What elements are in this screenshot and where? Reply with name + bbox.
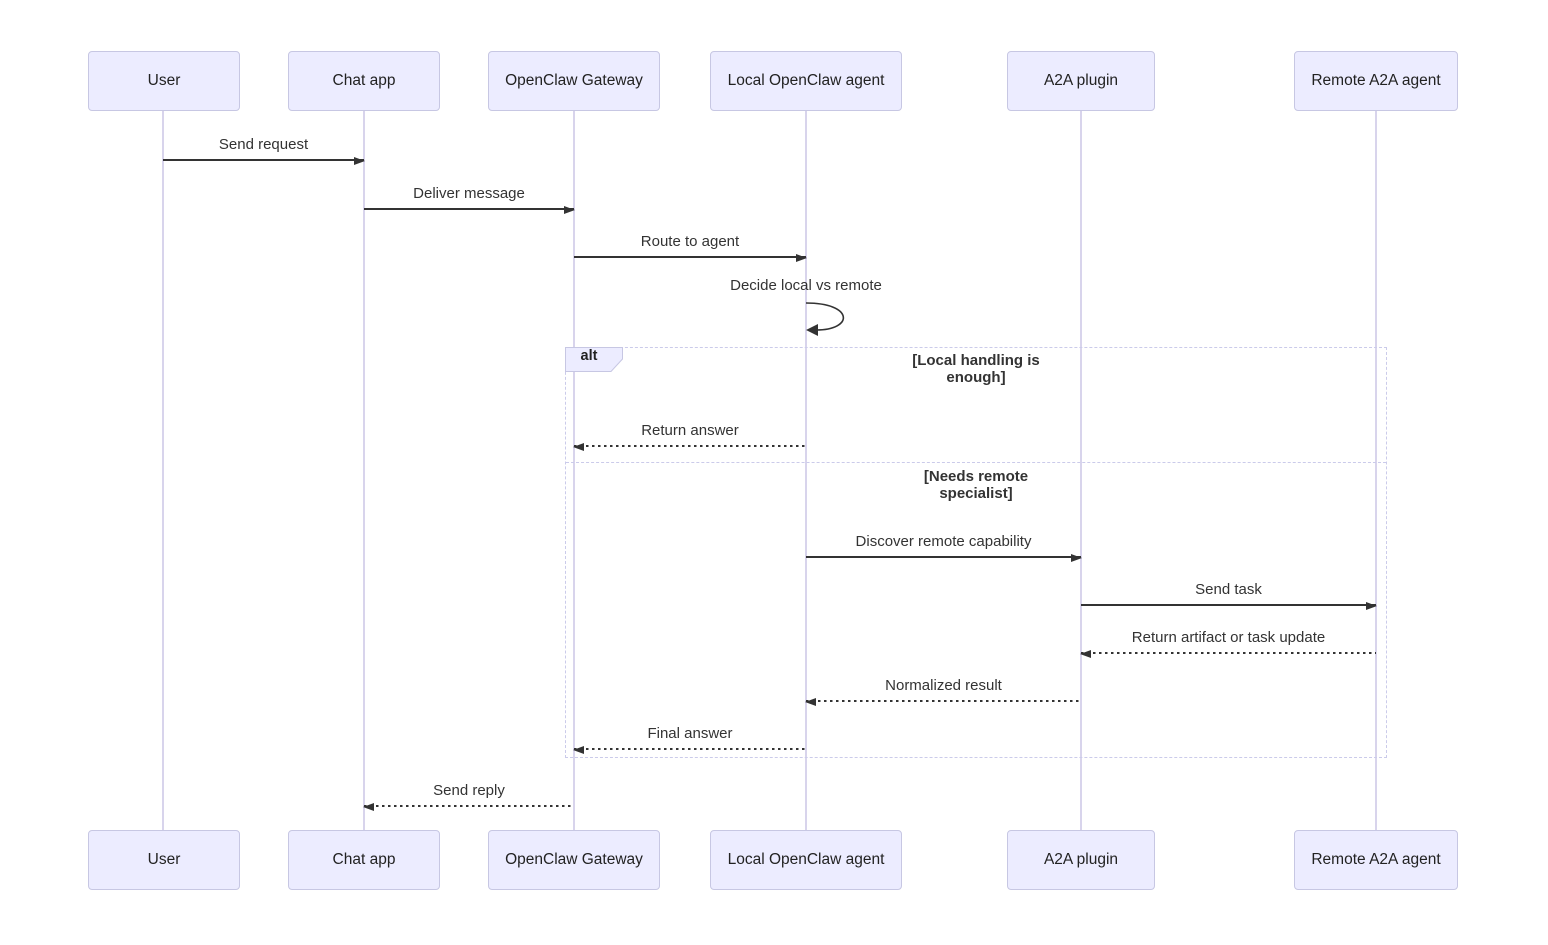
- arrowhead-left-icon: [573, 442, 584, 451]
- participant-a2a-plugin-bottom: A2A plugin: [1007, 830, 1155, 890]
- message-line: [163, 159, 364, 161]
- alt-tag-shape-icon: [565, 347, 623, 372]
- lifeline-chat-app: [363, 111, 365, 830]
- message-label: Deliver message: [413, 185, 525, 202]
- participant-label: Chat app: [332, 72, 396, 89]
- participant-local-openclaw-agent-bottom: Local OpenClaw agent: [710, 830, 902, 890]
- participant-openclaw-gateway-bottom: OpenClaw Gateway: [488, 830, 660, 890]
- message-label: Send request: [218, 136, 309, 153]
- participant-label: User: [147, 851, 181, 868]
- message-discover-remote-capability: Discover remote capability: [806, 533, 1082, 562]
- message-line: [574, 256, 806, 258]
- lifeline-user: [162, 111, 164, 830]
- participant-chat-app-bottom: Chat app: [288, 830, 440, 890]
- participant-user-top: User: [88, 51, 240, 111]
- arrowhead-right-icon: [1366, 601, 1377, 610]
- participant-chat-app-top: Chat app: [288, 51, 440, 111]
- participant-local-openclaw-agent-top: Local OpenClaw agent: [710, 51, 902, 111]
- participant-label: A2A plugin: [1043, 851, 1119, 868]
- message-send-reply: Send reply: [363, 782, 574, 811]
- participant-label: Local OpenClaw agent: [727, 851, 885, 868]
- participant-remote-a2a-agent-top: Remote A2A agent: [1294, 51, 1458, 111]
- alt-frame: alt [Local handling is enough] [Needs re…: [565, 347, 1387, 758]
- message-label: Return answer: [641, 422, 739, 439]
- participant-label: OpenClaw Gateway: [505, 72, 643, 89]
- message-send-task: Send task: [1081, 581, 1377, 610]
- arrowhead-left-icon: [1080, 649, 1091, 658]
- message-line: [806, 556, 1081, 558]
- message-label: Return artifact or task update: [1131, 629, 1326, 646]
- participant-remote-a2a-agent-bottom: Remote A2A agent: [1294, 830, 1458, 890]
- message-line: [806, 700, 1081, 702]
- alt-divider: [566, 462, 1386, 463]
- message-final-answer: Final answer: [573, 725, 806, 754]
- participant-a2a-plugin-top: A2A plugin: [1007, 51, 1155, 111]
- arrowhead-right-icon: [564, 205, 575, 214]
- participant-label: OpenClaw Gateway: [505, 851, 643, 868]
- alt-condition-1: [Local handling is enough]: [566, 352, 1386, 387]
- message-line: [1081, 652, 1376, 654]
- participant-label: Local OpenClaw agent: [727, 72, 885, 89]
- lifeline-remote-a2a-agent: [1375, 111, 1377, 830]
- message-route-to-agent: Route to agent: [574, 233, 807, 262]
- arrowhead-left-icon: [363, 802, 374, 811]
- message-label: Final answer: [647, 725, 733, 742]
- message-line: [574, 748, 806, 750]
- message-line: [364, 805, 574, 807]
- message-return-artifact-or-task-update: Return artifact or task update: [1080, 629, 1376, 658]
- participant-openclaw-gateway-top: OpenClaw Gateway: [488, 51, 660, 111]
- arrowhead-right-icon: [796, 253, 807, 262]
- message-label: Route to agent: [640, 233, 740, 250]
- participant-label: A2A plugin: [1043, 72, 1119, 89]
- lifeline-a2a-plugin: [1080, 111, 1082, 830]
- message-return-answer: Return answer: [573, 422, 806, 451]
- message-line: [1081, 604, 1376, 606]
- message-label: Normalized result: [885, 677, 1002, 694]
- participant-user-bottom: User: [88, 830, 240, 890]
- arrowhead-left-icon: [805, 697, 816, 706]
- message-decide-local-vs-remote: Decide local vs remote: [730, 277, 882, 294]
- alt-tag-label: alt: [580, 348, 598, 364]
- arrowhead-right-icon: [1071, 553, 1082, 562]
- alt-condition-1-text: [Local handling is enough]: [912, 352, 1040, 387]
- message-deliver-message: Deliver message: [364, 185, 575, 214]
- message-line: [574, 445, 806, 447]
- alt-condition-2-text: [Needs remote specialist]: [923, 468, 1029, 503]
- message-line: [364, 208, 574, 210]
- self-loop-arrow-icon: [805, 302, 845, 336]
- participant-label: User: [147, 72, 181, 89]
- lifeline-openclaw-gateway: [573, 111, 575, 830]
- arrowhead-right-icon: [354, 156, 365, 165]
- message-label: Send reply: [433, 782, 505, 799]
- lifeline-local-openclaw-agent: [805, 111, 807, 830]
- message-label: Send task: [1195, 581, 1262, 598]
- participant-label: Remote A2A agent: [1311, 851, 1441, 868]
- alt-condition-2: [Needs remote specialist]: [566, 468, 1386, 503]
- participant-label: Remote A2A agent: [1311, 72, 1441, 89]
- message-normalized-result: Normalized result: [805, 677, 1081, 706]
- arrowhead-left-icon: [573, 745, 584, 754]
- message-label: Discover remote capability: [855, 533, 1032, 550]
- alt-tag: alt: [565, 347, 623, 372]
- message-send-request: Send request: [163, 136, 365, 165]
- participant-label: Chat app: [332, 851, 396, 868]
